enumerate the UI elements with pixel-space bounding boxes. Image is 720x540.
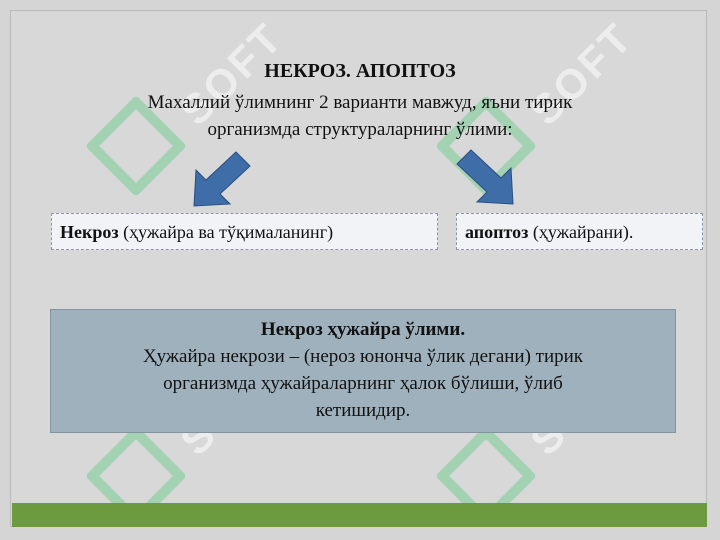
necrosis-term: Некроз <box>60 222 119 242</box>
necrosis-note: (ҳужайра ва тўқималанинг) <box>118 222 334 242</box>
footer-bar <box>12 503 707 527</box>
definition-box: Некроз ҳужайра ўлими. Ҳужайра некрози – … <box>50 309 676 433</box>
slide-subtitle: Махаллий ўлимнинг 2 варианти мавжуд, яън… <box>60 89 660 143</box>
arrow-down-left-icon <box>193 151 251 207</box>
definition-line: кетишидир. <box>315 400 411 421</box>
definition-line: организмда ҳужайраларнинг ҳалок бўлиши, … <box>163 373 563 394</box>
definition-line: Ҳужайра некрози – (нероз юнонча ўлик дег… <box>142 346 584 367</box>
apoptosis-term: апоптоз <box>465 222 529 242</box>
slide-frame <box>10 10 707 527</box>
slide-title: НЕКРОЗ. АПОПТОЗ <box>264 60 456 82</box>
subtitle-line: Махаллий ўлимнинг 2 варианти мавжуд, яън… <box>147 92 573 113</box>
apoptosis-box: апоптоз (ҳужайрани). <box>456 213 703 250</box>
necrosis-box: Некроз (ҳужайра ва тўқималанинг) <box>51 213 438 250</box>
apoptosis-note: (ҳужайрани). <box>528 222 634 242</box>
arrow-down-right-icon <box>456 149 514 205</box>
definition-title: Некроз ҳужайра ўлими. <box>260 319 466 340</box>
subtitle-line: организмда структураларнинг ўлими: <box>207 119 513 140</box>
